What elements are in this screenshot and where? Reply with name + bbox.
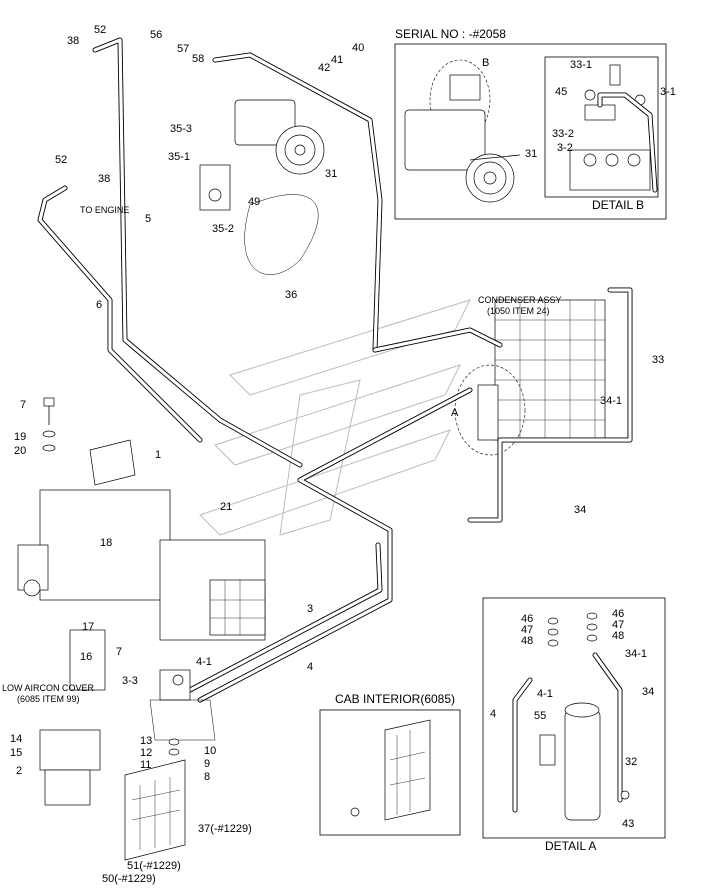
label-18: 18 xyxy=(100,537,112,549)
label-48-left: 48 xyxy=(521,635,533,647)
label-56: 56 xyxy=(150,29,162,41)
label-49: 49 xyxy=(248,196,260,208)
serial-note: SERIAL NO : -#2058 xyxy=(395,27,506,41)
label-34-1-detail: 34-1 xyxy=(625,648,647,660)
label-9: 9 xyxy=(204,758,210,770)
label-33: 33 xyxy=(652,354,664,366)
detail-a-title: DETAIL A xyxy=(545,839,596,853)
label-31-main: 31 xyxy=(325,168,337,180)
label-46-right: 46 xyxy=(612,608,624,620)
label-42: 42 xyxy=(318,62,330,74)
label-3-2: 3-2 xyxy=(557,142,573,154)
label-34-detail: 34 xyxy=(642,686,654,698)
label-4-1-left: 4-1 xyxy=(196,656,212,668)
detail-a-frame xyxy=(482,597,666,839)
label-15: 15 xyxy=(10,747,22,759)
receiver-drier: 46 47 48 46 47 48 34-1 4-1 34 4 55 32 43 xyxy=(490,608,654,830)
label-detail-a-marker: A xyxy=(451,407,459,419)
detail-b-inset xyxy=(544,56,659,198)
label-1: 1 xyxy=(155,449,161,461)
label-4: 4 xyxy=(307,661,313,673)
label-16: 16 xyxy=(80,651,92,663)
note-low-aircon-1: LOW AIRCON COVER xyxy=(2,683,95,693)
label-32: 32 xyxy=(625,756,637,768)
note-condenser-2: (1050 ITEM 24) xyxy=(487,306,550,316)
label-55: 55 xyxy=(534,710,546,722)
label-38-mid: 38 xyxy=(98,173,110,185)
label-33-2: 33-2 xyxy=(552,128,574,140)
label-46-left: 46 xyxy=(521,613,533,625)
label-33-1: 33-1 xyxy=(570,59,592,71)
compressor-main: 56 57 58 40 41 42 35-3 35-1 31 49 35-2 3… xyxy=(150,29,383,353)
label-37: 37(-#1229) xyxy=(198,823,252,835)
label-34-1-right: 34-1 xyxy=(600,395,622,407)
label-20: 20 xyxy=(14,445,26,457)
label-10: 10 xyxy=(204,745,216,757)
label-14: 14 xyxy=(10,733,22,745)
label-detail-b-marker: B xyxy=(482,57,489,69)
label-6: 6 xyxy=(96,299,102,311)
detail-b-frame xyxy=(394,43,667,220)
compressor-detail-b: B 31 xyxy=(404,57,537,203)
label-12: 12 xyxy=(140,747,152,759)
bolt-stack: 7 19 20 xyxy=(14,397,56,457)
label-35-3: 35-3 xyxy=(170,123,192,135)
note-low-aircon-2: (6085 ITEM 99) xyxy=(17,694,80,704)
label-51: 51(-#1229) xyxy=(127,860,181,872)
detail-b-parts: 33-1 45 3-1 33-2 3-2 xyxy=(552,59,676,193)
label-4-detail: 4 xyxy=(490,708,496,720)
label-57: 57 xyxy=(177,43,189,55)
label-5: 5 xyxy=(145,213,151,225)
label-43: 43 xyxy=(622,818,634,830)
label-13: 13 xyxy=(140,735,152,747)
hoses-5-6: 52 38 52 38 TO ENGINE 5 6 xyxy=(37,24,303,468)
hvac-unit: 1 21 18 17 16 7 LOW AIRCON COVER (6085 I… xyxy=(2,439,266,704)
label-47-right: 47 xyxy=(612,619,624,631)
note-to-engine: TO ENGINE xyxy=(80,205,129,215)
cab-interior-frame xyxy=(319,709,461,836)
label-41: 41 xyxy=(331,54,343,66)
label-7-top: 7 xyxy=(20,399,26,411)
label-3-1: 3-1 xyxy=(660,86,676,98)
label-11: 11 xyxy=(140,759,151,771)
control-panel: 14 15 2 xyxy=(10,729,101,806)
label-8: 8 xyxy=(204,771,210,783)
label-40: 40 xyxy=(352,42,364,54)
condenser-assy: CONDENSER ASSY (1050 ITEM 24) 33 34-1 A … xyxy=(451,287,664,523)
note-condenser-1: CONDENSER ASSY xyxy=(478,295,562,305)
label-35-1: 35-1 xyxy=(168,151,190,163)
label-31-detail: 31 xyxy=(525,148,537,160)
grille-cover: 37(-#1229) 51(-#1229) 50(-#1229) xyxy=(102,759,252,885)
label-52-mid: 52 xyxy=(55,154,67,166)
label-3-3: 3-3 xyxy=(122,675,138,687)
label-36: 36 xyxy=(285,289,297,301)
cab-interior-title: CAB INTERIOR(6085) xyxy=(335,692,455,706)
label-58: 58 xyxy=(192,53,204,65)
label-47-left: 47 xyxy=(521,624,533,636)
label-4-1-detail: 4-1 xyxy=(537,688,553,700)
label-2: 2 xyxy=(16,765,22,777)
label-19: 19 xyxy=(14,431,26,443)
label-38-top: 38 xyxy=(67,35,79,47)
expansion-valve-fittings: 4-1 3-3 13 12 11 10 9 8 xyxy=(122,656,216,783)
label-50: 50(-#1229) xyxy=(102,873,156,885)
label-45: 45 xyxy=(555,86,567,98)
label-17: 17 xyxy=(82,621,94,633)
cab-interior-grille xyxy=(350,719,431,821)
lines-3-4: 3 4 xyxy=(187,327,503,703)
detail-b-title: DETAIL B xyxy=(592,198,644,212)
label-3: 3 xyxy=(307,603,313,615)
label-21: 21 xyxy=(220,501,232,513)
watermark-logo xyxy=(199,299,471,536)
label-34-right: 34 xyxy=(574,504,586,516)
label-35-2: 35-2 xyxy=(212,223,234,235)
label-52-top: 52 xyxy=(94,24,106,36)
label-48-right: 48 xyxy=(612,630,624,642)
label-7-mid: 7 xyxy=(116,646,122,658)
